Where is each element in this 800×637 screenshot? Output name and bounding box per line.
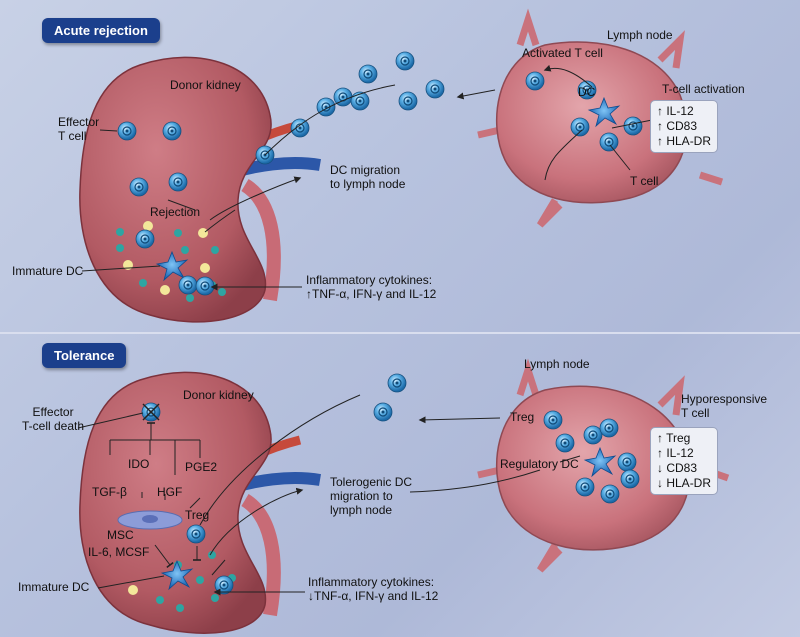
- marker-row: ↓ CD83: [657, 461, 698, 475]
- t-cell-label: T cell: [630, 174, 659, 188]
- activated-t-cell-label: Activated T cell: [522, 46, 603, 60]
- marker-row: ↑ HLA-DR: [657, 134, 712, 148]
- t-cell-activation-label: T-cell activation: [662, 82, 745, 96]
- donor-kidney-tolerance: [79, 371, 272, 634]
- acute-marker-box: ↑ IL-12 ↑ CD83 ↑ HLA-DR: [650, 100, 719, 153]
- marker-row: ↑ Treg: [657, 431, 691, 445]
- lymph-node-tol-label: Lymph node: [524, 357, 590, 371]
- effector-t-cell-death-icon: [141, 402, 161, 422]
- immature-dc-tol-label: Immature DC: [18, 580, 90, 594]
- inflammatory-cytokines-tol-label: Inflammatory cytokines: ↓TNF-α, IFN-γ an…: [308, 575, 439, 603]
- hgf-label: HGF: [157, 485, 183, 499]
- il6-label: IL-6, MCSF: [88, 545, 150, 559]
- marker-row: ↑ IL-12: [657, 446, 694, 460]
- tgf-label: TGF-β: [92, 485, 127, 499]
- msc-label: MSC: [107, 528, 134, 542]
- donor-kidney-label: Donor kidney: [170, 78, 241, 92]
- ido-label: IDO: [128, 457, 150, 471]
- cytokines-tolerance: [128, 551, 236, 612]
- tolerance-marker-box: ↑ Treg ↑ IL-12 ↓ CD83 ↓ HLA-DR: [650, 427, 719, 495]
- treg-ln-label: Treg: [510, 410, 535, 424]
- rejection-label: Rejection: [150, 205, 201, 219]
- pge2-label: PGE2: [185, 460, 218, 474]
- donor-kidney-tol-label: Donor kidney: [183, 388, 254, 402]
- marker-row: ↓ HLA-DR: [657, 476, 712, 490]
- dc-label: DC: [578, 85, 596, 99]
- treg-kidney-label: Treg: [185, 508, 210, 522]
- immature-dc-label: Immature DC: [12, 264, 84, 278]
- marker-row: ↑ CD83: [657, 119, 698, 133]
- tolerance-badge: Tolerance: [42, 343, 127, 368]
- inflammatory-cytokines-acute-label: Inflammatory cytokines: ↑TNF-α, IFN-γ an…: [306, 273, 437, 301]
- acute-rejection-badge: Acute rejection: [42, 18, 160, 43]
- cytokines-acute: [116, 221, 226, 302]
- regulatory-dc-label: Regulatory DC: [500, 457, 579, 471]
- lymph-node-tolerance: [477, 358, 730, 573]
- lymph-node-acute-label: Lymph node: [607, 28, 673, 42]
- marker-row: ↑ IL-12: [657, 104, 694, 118]
- ureter: [240, 179, 281, 302]
